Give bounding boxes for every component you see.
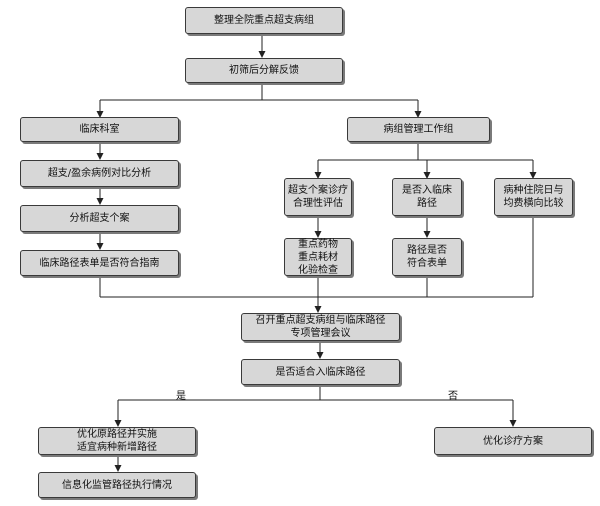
node-pathway-form-check: 临床路径表单是否符合指南 (20, 250, 179, 276)
branch-label-yes: 是 (176, 391, 186, 402)
node-group-management-team: 病组管理工作组 (347, 117, 490, 142)
node-optimize-treatment-plan: 优化诊疗方案 (434, 427, 592, 455)
node-suitable-for-pathway: 是否适合入临床路径 (241, 359, 400, 385)
node-it-monitoring: 信息化监管路径执行情况 (38, 472, 196, 498)
node-case-comparison: 超支/盈余病例对比分析 (20, 160, 179, 187)
node-clinical-department: 临床科室 (20, 117, 179, 142)
branch-label-no: 否 (448, 391, 458, 402)
node-collect-overspend-groups: 整理全院重点超支病组 (185, 7, 343, 34)
node-optimize-pathway: 优化原路径并实施 适宜病种新增路径 (38, 427, 196, 455)
node-analyze-overspend-cases: 分析超支个案 (20, 205, 179, 232)
node-screen-and-feedback: 初筛后分解反馈 (185, 58, 343, 83)
node-management-meeting: 召开重点超支病组与临床路径 专项管理会议 (241, 313, 400, 341)
node-stay-cost-comparison: 病种住院日与 均费横向比较 (494, 178, 573, 216)
node-pathway-form-match: 路径是否 符合表单 (392, 238, 462, 276)
node-key-drugs-materials-tests: 重点药物 重点耗材 化验检查 (284, 238, 352, 276)
node-enter-pathway-check: 是否入临床 路径 (392, 178, 462, 216)
node-treatment-rationality: 超支个案诊疗 合理性评估 (284, 178, 352, 216)
